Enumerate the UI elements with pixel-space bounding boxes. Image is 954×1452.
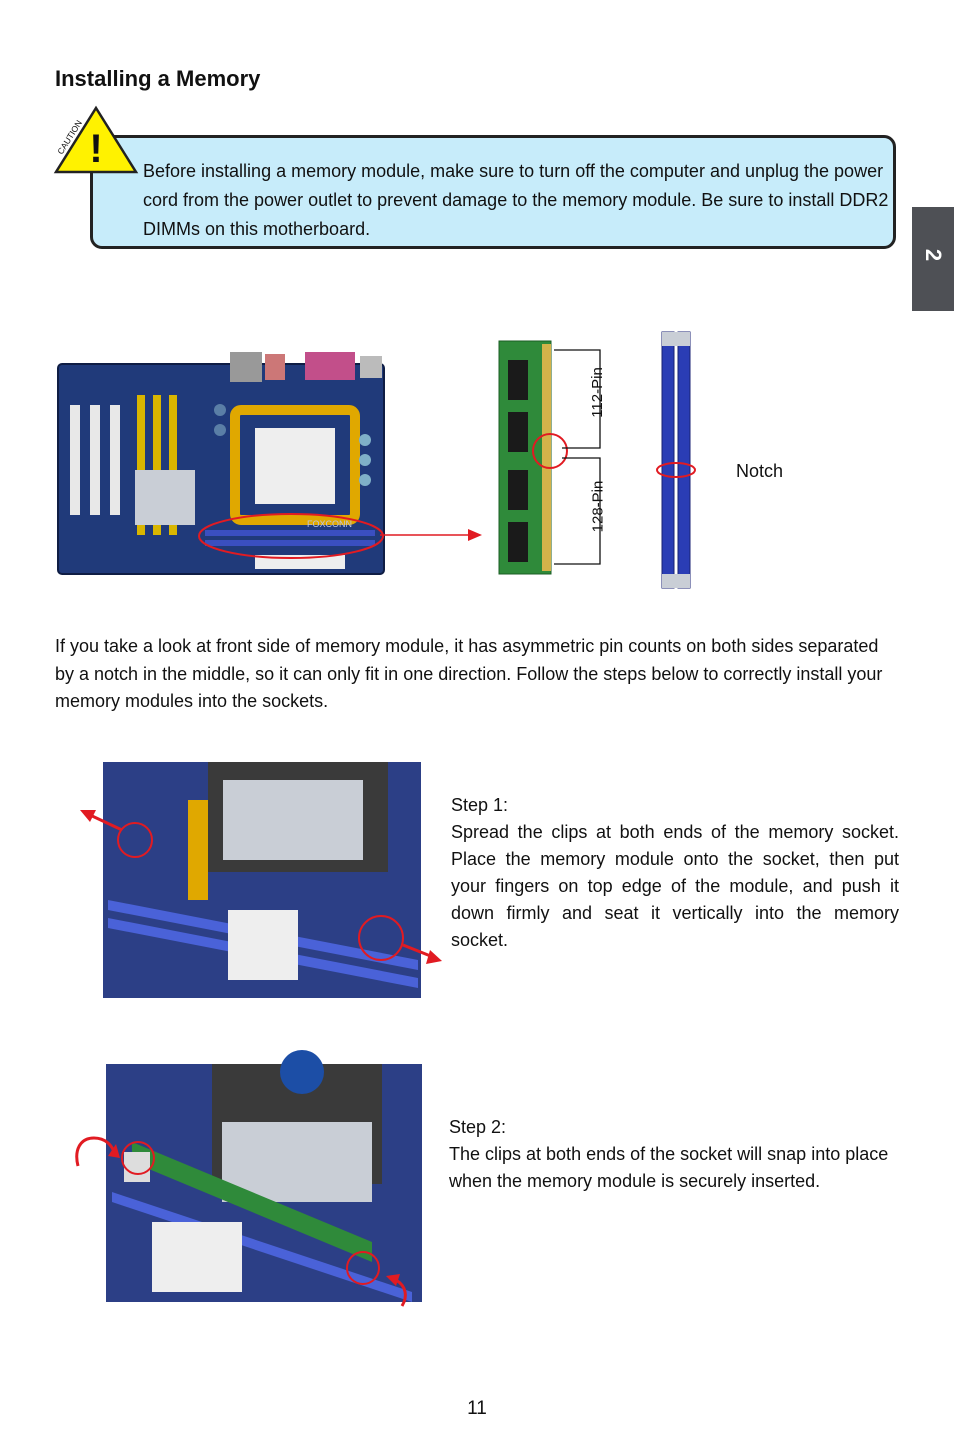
step1-text: Spread the clips at both ends of the mem… — [451, 822, 899, 950]
pin-label-128: 128-Pin — [589, 480, 607, 533]
intro-paragraph: If you take a look at front side of memo… — [55, 636, 883, 711]
step2-heading: Step 2: — [449, 1117, 507, 1137]
motherboard-image: FOXCONN — [57, 352, 385, 575]
board-brand-label: FOXCONN — [307, 519, 352, 529]
step2-block: Step 2: The clips at both ends of the so… — [449, 1114, 901, 1195]
page-number: 11 — [467, 1398, 487, 1419]
step1-block: Step 1: Spread the clips at both ends of… — [451, 792, 899, 954]
caution-warning-icon: ! CAUTION — [53, 105, 139, 174]
step2-text: The clips at both ends of the socket wil… — [449, 1144, 889, 1191]
caution-text: Before installing a memory module, make … — [143, 161, 889, 239]
notch-label: Notch — [736, 461, 784, 481]
section-title: Installing a Memory — [55, 66, 261, 91]
pin-label-112: 112-Pin — [588, 367, 606, 418]
step2-photo — [75, 1050, 422, 1307]
step1-heading: Step 1: — [451, 795, 509, 815]
step1-photo — [80, 762, 442, 998]
dimm-module-image — [498, 340, 568, 575]
pointer-arrow-icon — [380, 529, 482, 541]
caution-box — [90, 135, 896, 249]
pin-count-brackets — [554, 349, 601, 565]
memory-slot-image — [656, 331, 696, 589]
chapter-tab — [912, 207, 954, 311]
svg-text:!: ! — [89, 127, 102, 171]
chapter-number: 2 — [921, 248, 946, 262]
